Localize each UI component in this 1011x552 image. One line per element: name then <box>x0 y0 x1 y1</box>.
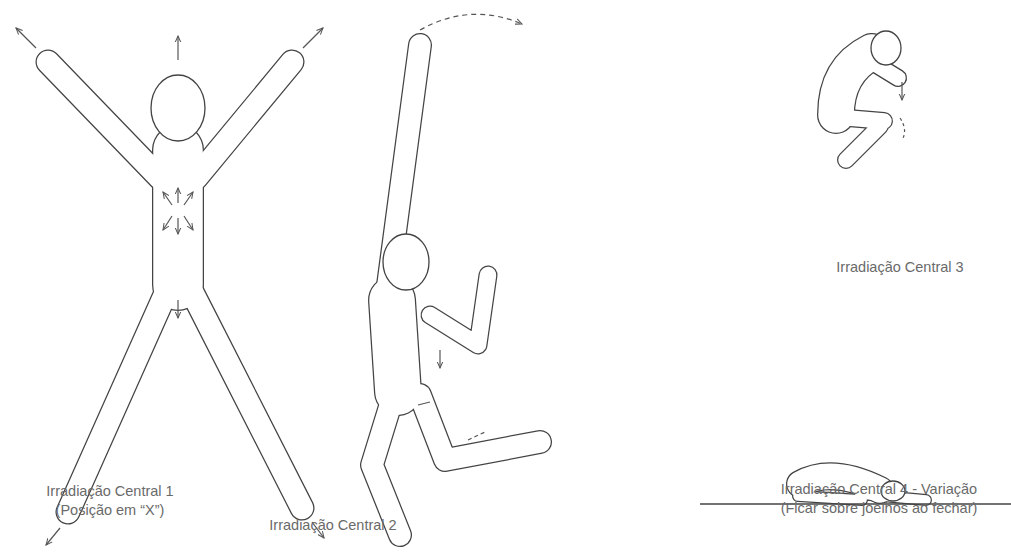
figure-caption: Irradiação Central 3 <box>810 258 990 277</box>
figure-caption: Irradiação Central 2 <box>253 516 413 535</box>
motion-marks <box>418 118 905 440</box>
figure-caption: Irradiação Central 1 (Posição em “X”) <box>35 482 185 520</box>
figure-fill <box>48 45 926 535</box>
direction-arrows <box>16 14 902 545</box>
figure-heads <box>151 31 905 501</box>
figure-outline <box>48 45 926 535</box>
figure-caption: Irradiação Central 4 - Variação (Ficar s… <box>765 480 993 518</box>
